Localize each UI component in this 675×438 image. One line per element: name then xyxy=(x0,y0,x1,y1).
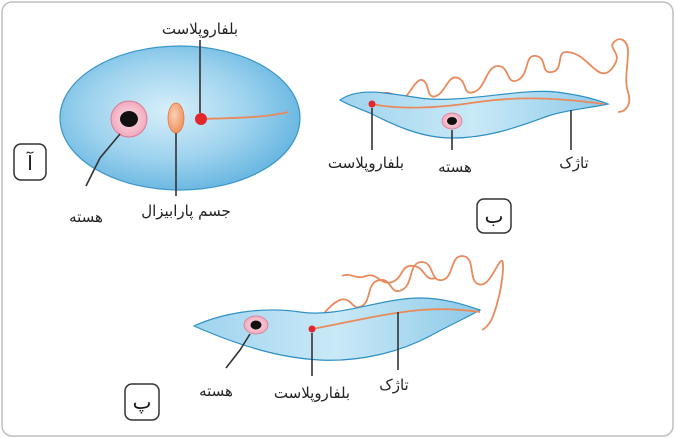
panel-c-nucleus-core xyxy=(251,321,262,330)
panel-b-nucleus-core xyxy=(447,117,457,125)
panel-a-parabasal-label: جسم پارابیزال xyxy=(141,202,231,221)
panel-b-tag: ب xyxy=(485,204,504,228)
panel-b-flagellum-label: تاژک xyxy=(559,154,588,172)
panel-b-blepharoplast-label: بلفاروپلاست xyxy=(328,154,404,173)
panel-a-parabasal-body xyxy=(168,103,184,133)
panel-c-flagellum-label: تاژک xyxy=(379,376,408,394)
panel-c-tag: پ xyxy=(133,390,152,414)
panel-a-nucleus-core xyxy=(120,111,138,127)
panel-b-blepharoplast xyxy=(369,101,376,108)
panel-a-blepharoplast xyxy=(195,113,207,125)
panel-a-nucleus-label: هسته xyxy=(69,208,103,226)
panel-c-blepharoplast-label: بلفاروپلاست xyxy=(274,384,350,403)
panel-b-nucleus-label: هسته xyxy=(438,158,472,176)
panel-c-blepharoplast xyxy=(309,326,316,333)
panel-a-blepharoplast-label: بلفاروپلاست xyxy=(162,20,238,39)
panel-c-nucleus-label: هسته xyxy=(199,382,233,400)
